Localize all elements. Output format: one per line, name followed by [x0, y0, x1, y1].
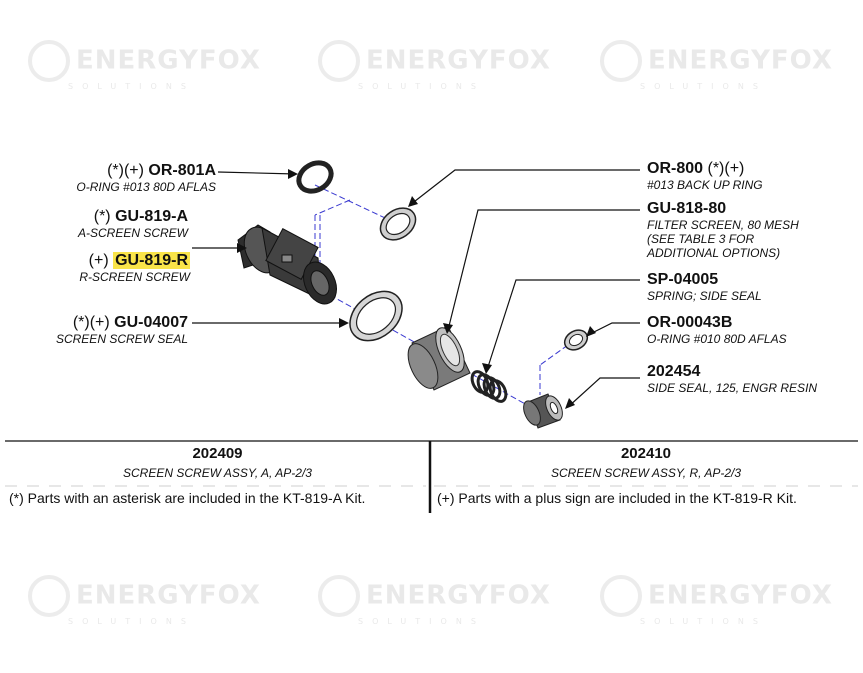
callout-202454: 202454 SIDE SEAL, 125, ENGR RESIN [647, 363, 818, 395]
kit-note-left: (*) Parts with an asterisk are included … [9, 490, 366, 506]
assembly-part-number-right: 202410 [620, 445, 672, 462]
callout-gu-819-r: (+) GU-819-R R-SCREEN SCREW [79, 252, 190, 284]
assembly-part-number-left: 202409 [192, 445, 243, 462]
callout-gu-818-80: GU-818-80 FILTER SCREEN, 80 MESH (SEE TA… [647, 200, 799, 260]
kit-note-right: (+) Parts with a plus sign are included … [437, 490, 797, 506]
screen-screw-body [237, 224, 337, 305]
callout-sp-04005: SP-04005 SPRING; SIDE SEAL [647, 271, 762, 303]
callout-or-801a: (*)(+) OR-801A O-RING #013 80D AFLAS [76, 162, 216, 194]
footer-table-lines [5, 440, 858, 513]
assembly-description-right: SCREEN SCREW ASSY, R, AP-2/3 [550, 466, 742, 480]
callout-gu-04007: (*)(+) GU-04007 SCREEN SCREW SEAL [55, 314, 188, 346]
highlighted-part-number: GU-819-R [113, 252, 190, 269]
callout-or-800: OR-800 (*)(+) #013 BACK UP RING [647, 160, 763, 192]
assembly-description-left: SCREEN SCREW ASSY, A, AP-2/3 [123, 466, 312, 480]
callout-gu-819-a: (*) GU-819-A A-SCREEN SCREW [77, 208, 188, 240]
leader-arrowheads [237, 169, 596, 409]
o-ring-or-801a [296, 160, 334, 194]
leader-lines [192, 169, 640, 408]
filter-screen-gu-818-80 [407, 325, 471, 391]
side-seal-202454 [523, 393, 563, 429]
spring-sp-04005 [470, 370, 508, 403]
callout-or-00043b: OR-00043B O-RING #010 80D AFLAS [647, 314, 787, 346]
